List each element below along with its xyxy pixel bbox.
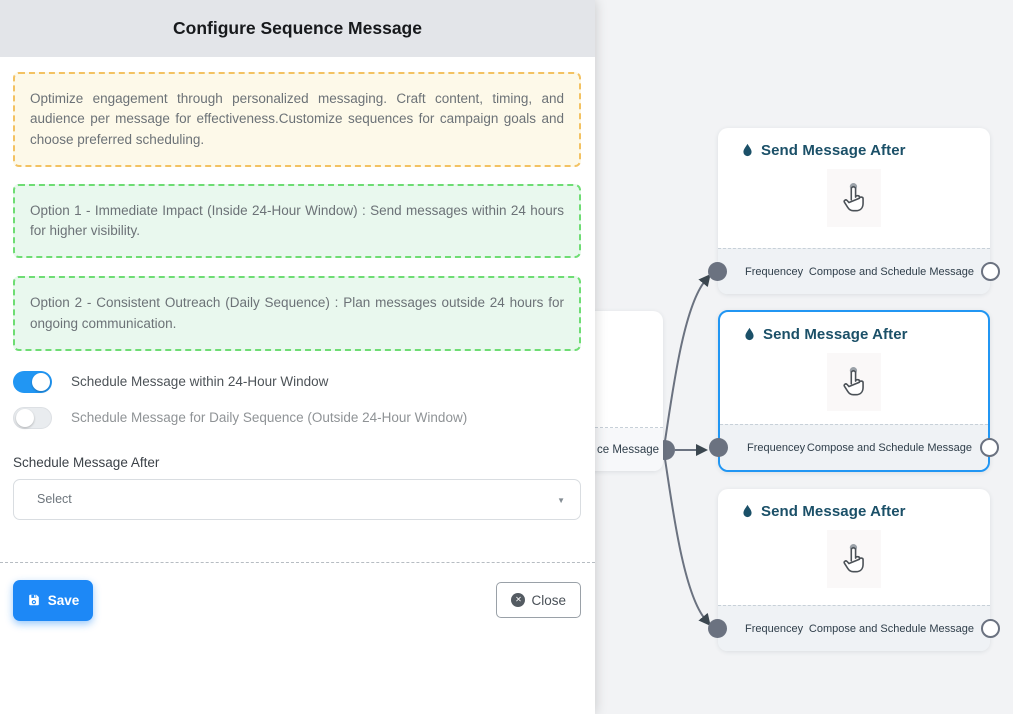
node-title: Send Message After (763, 326, 908, 343)
toggle-row-24h: Schedule Message within 24-Hour Window (13, 370, 581, 393)
node-title: Send Message After (761, 503, 906, 520)
node-footer: Frequencey Compose and Schedule Message (720, 424, 988, 470)
option-1-note: Option 1 - Immediate Impact (Inside 24-H… (13, 183, 581, 259)
frequency-link[interactable]: Frequencey (747, 441, 806, 454)
select-value: Select (37, 492, 72, 507)
node-footer: Frequencey Compose and Schedule Message (718, 605, 990, 651)
frequency-link[interactable]: Frequencey (745, 622, 804, 635)
info-note: Optimize engagement through personalized… (13, 72, 581, 167)
droplet-icon (743, 143, 752, 157)
compose-schedule-link[interactable]: Compose and Schedule Message (808, 622, 974, 635)
target-handle[interactable] (709, 438, 728, 457)
source-handle[interactable] (981, 262, 1000, 281)
toggle-knob (32, 372, 50, 391)
close-button-label: Close (531, 592, 566, 608)
send-message-node-2-selected[interactable]: Send Message After Frequencey Compose an… (709, 310, 999, 472)
option-2-note: Option 2 - Consistent Outreach (Daily Se… (13, 276, 581, 351)
droplet-icon (745, 327, 754, 341)
toggle-knob (16, 408, 34, 427)
hand-cursor-icon (827, 353, 881, 411)
target-handle[interactable] (708, 262, 727, 281)
modal-actions: Save Close (13, 579, 581, 621)
target-handle[interactable] (708, 619, 727, 638)
compose-schedule-link[interactable]: Compose and Schedule Message (806, 441, 972, 454)
toggle-24h-label: Schedule Message within 24-Hour Window (71, 374, 329, 390)
toggle-24h-window[interactable] (13, 370, 52, 393)
configure-sequence-modal: Configure Sequence Message Optimize enga… (0, 0, 595, 714)
droplet-icon (743, 504, 752, 518)
save-button-label: Save (47, 592, 80, 608)
save-icon (28, 595, 39, 606)
toggle-row-daily: Schedule Message for Daily Sequence (Out… (13, 406, 581, 429)
source-handle[interactable] (980, 438, 999, 457)
edge-to-node-3 (664, 458, 711, 626)
chevron-down-icon (557, 490, 565, 508)
footer-divider (0, 561, 595, 563)
toggle-daily-label: Schedule Message for Daily Sequence (Out… (71, 410, 468, 426)
schedule-after-label: Schedule Message After (13, 454, 160, 470)
modal-title: Configure Sequence Message (173, 18, 422, 38)
source-handle[interactable] (981, 619, 1000, 638)
node-title-row: Send Message After (718, 128, 990, 159)
toggle-daily-sequence[interactable] (13, 406, 52, 429)
edge-to-node-1 (664, 274, 711, 442)
sequence-flow-canvas[interactable]: ce Message Send Message After (520, 0, 1013, 714)
frequency-link[interactable]: Frequencey (745, 265, 804, 278)
node-footer: Frequencey Compose and Schedule Message (718, 248, 990, 294)
close-icon (511, 593, 526, 608)
node-title-row: Send Message After (718, 489, 990, 520)
schedule-after-select[interactable]: Select (13, 478, 581, 520)
save-button[interactable]: Save (13, 579, 93, 621)
node-title: Send Message After (761, 142, 906, 159)
hand-cursor-icon (827, 530, 881, 588)
modal-body: Optimize engagement through personalized… (0, 57, 595, 621)
node-title-row: Send Message After (720, 312, 988, 343)
close-button[interactable]: Close (496, 582, 581, 619)
modal-header: Configure Sequence Message (0, 0, 595, 57)
send-message-node-3[interactable]: Send Message After Frequencey Compose an… (708, 489, 1000, 651)
send-message-node-1[interactable]: Send Message After Frequencey Compose an… (708, 128, 1000, 294)
compose-schedule-link[interactable]: Compose and Schedule Message (808, 265, 974, 278)
hand-cursor-icon (827, 169, 881, 227)
